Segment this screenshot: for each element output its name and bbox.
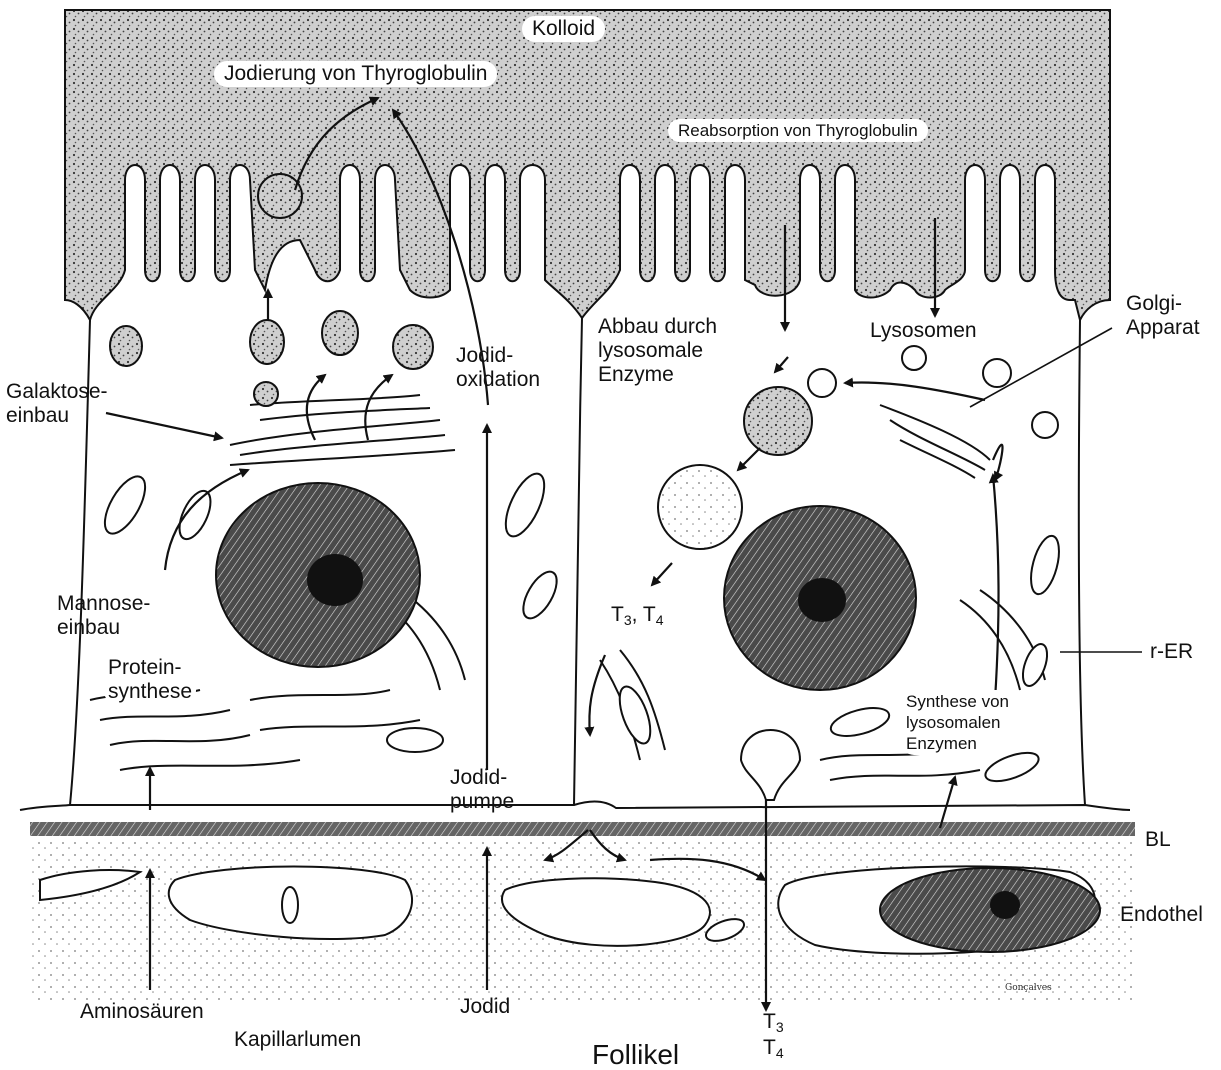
label-golgi-apparat: Golgi- Apparat xyxy=(1126,292,1200,340)
label-lysosomen: Lysosomen xyxy=(866,318,981,344)
label-kapillarlumen: Kapillarlumen xyxy=(234,1028,361,1052)
label-kolloid: Kolloid xyxy=(522,16,605,42)
label-galaktose-einbau: Galaktose- einbau xyxy=(6,380,108,428)
nucleolus-right xyxy=(798,578,846,622)
artist-signature: Gonçalves xyxy=(1005,983,1052,993)
label-mannose-einbau: Mannose- einbau xyxy=(57,592,150,640)
label-jodid-oxidation: Jodid- oxidation xyxy=(456,344,540,392)
colloid xyxy=(65,10,1110,320)
label-t4-lower: T4 xyxy=(763,1036,784,1060)
label-jodierung: Jodierung von Thyroglobulin xyxy=(214,61,497,87)
label-t3-t4-upper: T3, T4 xyxy=(611,603,664,627)
label-synthese-lysosomale-enzyme: Synthese von lysosomalen Enzymen xyxy=(900,690,1015,755)
label-r-er: r-ER xyxy=(1150,640,1193,664)
label-t3-lower: T3 xyxy=(763,1010,784,1034)
golgi-right xyxy=(880,405,990,478)
nucleolus-left xyxy=(307,554,363,606)
label-abbau: Abbau durch lysosomale Enzyme xyxy=(598,315,717,387)
label-reabsorption: Reabsorption von Thyroglobulin xyxy=(668,119,928,142)
label-endothel: Endothel xyxy=(1120,903,1203,927)
endothelial-nucleus xyxy=(880,868,1100,952)
label-jodid: Jodid xyxy=(460,995,510,1019)
label-jodid-pumpe: Jodid- pumpe xyxy=(450,766,514,814)
label-aminosaeuren: Aminosäuren xyxy=(80,1000,204,1024)
label-bl: BL xyxy=(1145,828,1171,852)
endothelial-nucleolus xyxy=(990,891,1020,919)
label-proteinsynthese: Protein- synthese xyxy=(104,655,196,705)
